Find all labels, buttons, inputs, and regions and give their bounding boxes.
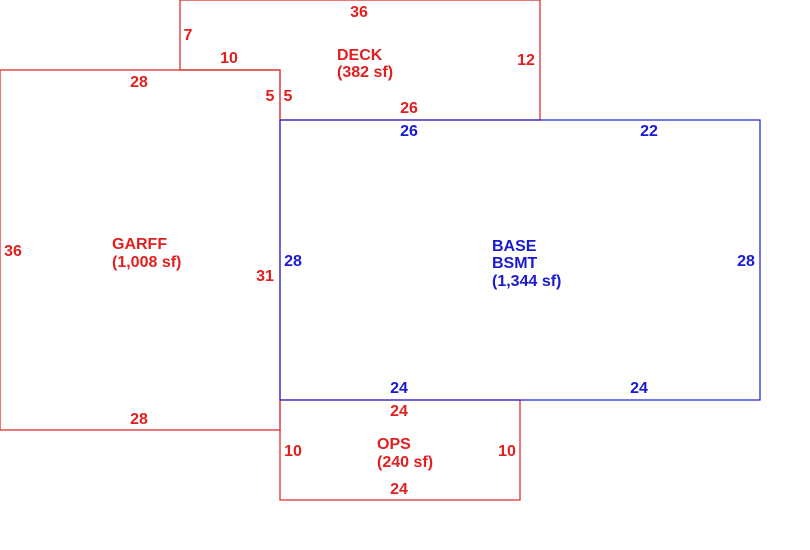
deck-name: DECK — [337, 47, 383, 64]
garff-size: (1,008 sf) — [112, 254, 181, 271]
dim-deck-notch-a: 5 — [266, 88, 275, 105]
dim-ops-right: 10 — [498, 443, 516, 460]
dim-base-bottom-b: 24 — [630, 380, 648, 397]
dim-garff-bottom: 28 — [130, 411, 148, 428]
ops-name: OPS — [377, 436, 411, 453]
dim-base-bottom-a: 24 — [390, 380, 408, 397]
dim-deck-right: 12 — [517, 52, 535, 69]
dim-deck-left: 7 — [184, 27, 193, 44]
dim-deck-step: 10 — [220, 50, 238, 67]
dim-base-right: 28 — [737, 253, 755, 270]
dim-garff-left: 36 — [4, 243, 22, 260]
dim-deck-top: 36 — [350, 4, 368, 21]
dim-base-left: 28 — [284, 253, 302, 270]
ops-size: (240 sf) — [377, 454, 433, 471]
dim-ops-bottom: 24 — [390, 481, 408, 498]
dim-deck-bottom: 26 — [400, 100, 418, 117]
dim-ops-top: 24 — [390, 403, 408, 420]
garff-name: GARFF — [112, 236, 167, 253]
dim-garff-top: 28 — [130, 74, 148, 91]
dim-base-top-a: 26 — [400, 123, 418, 140]
base-outline — [279, 119, 761, 401]
dim-base-top-b: 22 — [640, 123, 658, 140]
base-size: (1,344 sf) — [492, 273, 561, 290]
base-name-line2: BSMT — [492, 255, 538, 272]
base-name-line1: BASE — [492, 238, 537, 255]
dim-deck-notch-b: 5 — [284, 88, 293, 105]
dim-ops-left: 10 — [284, 443, 302, 460]
deck-size: (382 sf) — [337, 64, 393, 81]
dim-garff-right: 31 — [256, 268, 274, 285]
